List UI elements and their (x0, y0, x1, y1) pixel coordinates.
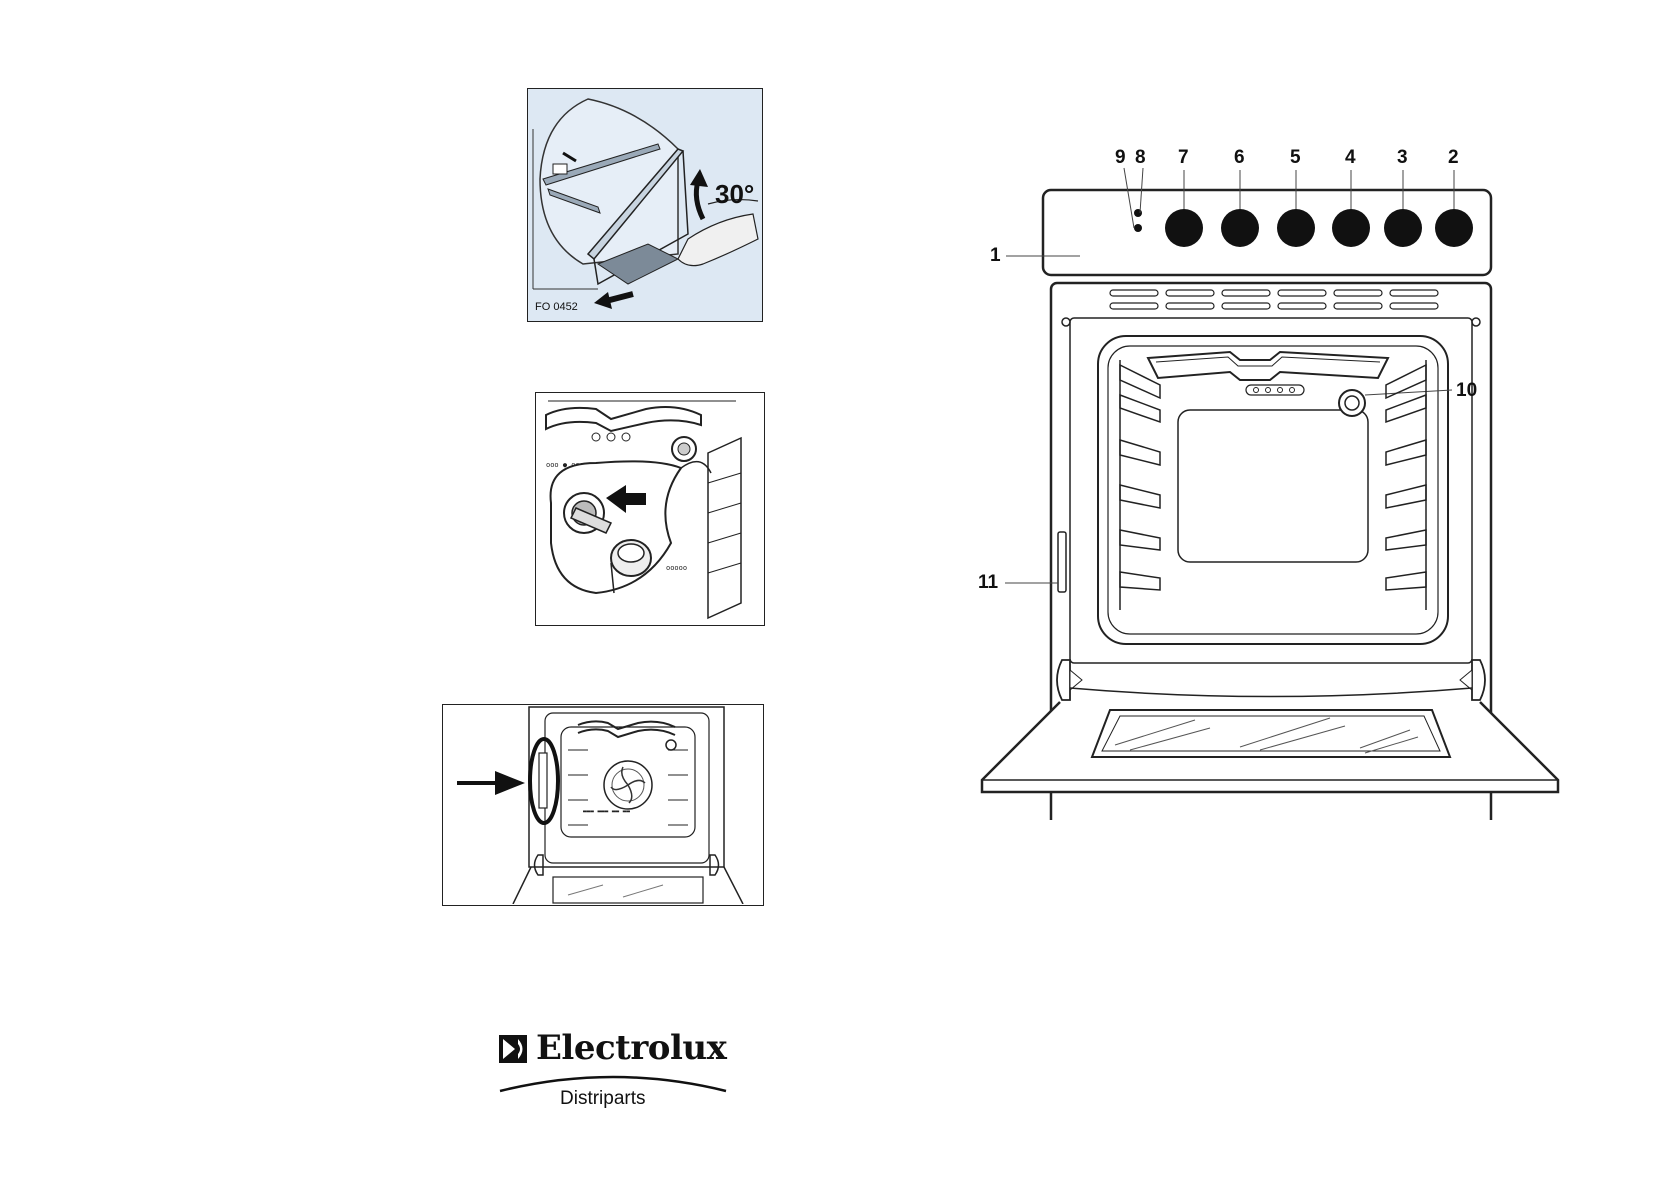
svg-text:▬▬▬ ▬▬▬ ▬▬ ▬▬: ▬▬▬ ▬▬▬ ▬▬ ▬▬ (583, 808, 630, 815)
callout-6-knob: 6 (1234, 147, 1245, 168)
oven-lamp-illustration: ooo ● oooooooooooo ooooo (545, 400, 742, 620)
electrolux-logo: Electrolux Distriparts (498, 1028, 738, 1118)
logo-brand-name: Electrolux (536, 1028, 727, 1068)
callout-5-knob: 5 (1290, 147, 1301, 168)
oven-lamp-figure: ooo ● oooooooooooo ooooo (535, 392, 765, 626)
electrolux-emblem-icon (499, 1035, 527, 1063)
callout-2-knob: 2 (1448, 147, 1459, 168)
callout-3-knob: 3 (1397, 147, 1408, 168)
logo-subtitle: Distriparts (560, 1088, 646, 1109)
svg-text:ooooo: ooooo (666, 564, 687, 572)
side-rack-illustration: ▬▬▬ ▬▬▬ ▬▬ ▬▬ (457, 706, 744, 904)
door-hinge-illustration (532, 98, 759, 309)
callout-11-door-switch: 11 (978, 572, 999, 593)
door-hinge-figure: 30° FO 0452 (527, 88, 763, 322)
rotation-angle-label: 30° (715, 179, 755, 209)
figure-code-label: FO 0452 (535, 301, 578, 313)
callout-1-control-panel: 1 (990, 245, 1001, 266)
callout-9-indicator-light: 9 (1115, 147, 1126, 168)
oven-front-diagram: 9 8 7 6 5 4 3 2 1 10 11 (970, 140, 1570, 843)
callout-7-knob: 7 (1178, 147, 1189, 168)
callout-10-oven-lamp: 10 (1456, 380, 1478, 401)
oven-front-illustration (980, 167, 1560, 843)
callout-4-knob: 4 (1345, 147, 1356, 168)
side-rack-figure: ▬▬▬ ▬▬▬ ▬▬ ▬▬ (442, 704, 764, 906)
logo-swoosh (499, 1075, 727, 1093)
callout-8-indicator-light: 8 (1135, 147, 1146, 168)
